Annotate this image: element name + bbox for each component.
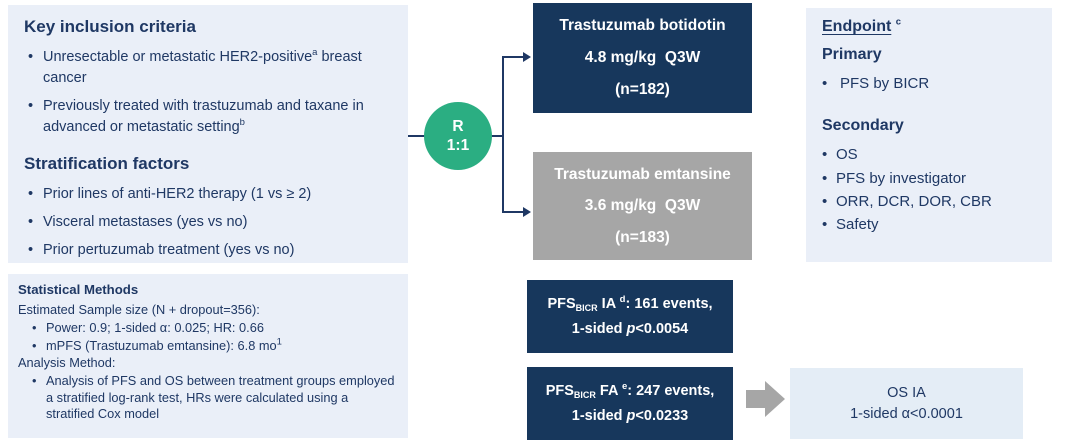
arm-box-trastuzumab-botidotin: Trastuzumab botidotin 4.8 mg/kg Q3W (n=1… [533, 3, 752, 113]
stratification-bullet: Visceral metastases (yes vs no) [26, 212, 396, 233]
pfs-interim-analysis-box: PFSBICR IA d: 161 events, 1-sided p<0.00… [527, 280, 733, 353]
inclusion-bullet: Previously treated with trastuzumab and … [26, 96, 396, 138]
analysis-method-bullets: Analysis of PFS and OS between treatment… [18, 373, 398, 422]
arm-dose: 4.8 mg/kg Q3W [584, 49, 701, 66]
primary-endpoints-list: PFS by BICR [822, 72, 1036, 96]
connector-r-to-junction [491, 135, 503, 137]
bicr-subscript: BICR [575, 303, 598, 313]
footnote-a: a [312, 47, 318, 59]
inclusion-bullet: Unresectable or metastatic HER2-positive… [26, 47, 396, 89]
inclusion-bullet-list: Unresectable or metastatic HER2-positive… [20, 47, 396, 138]
primary-endpoints-label: Primary [822, 46, 882, 63]
pfs-fa-line2: 1-sided p<0.0233 [571, 408, 689, 424]
secondary-endpoint-item: PFS by investigator [822, 167, 1036, 191]
footnote-c: c [895, 16, 902, 28]
pfs-ia-line2: 1-sided p<0.0054 [571, 321, 689, 337]
os-ia-line2: 1-sided α<0.0001 [850, 406, 963, 422]
arm-name: Trastuzumab emtansine [554, 165, 731, 183]
stratification-bullet: Prior lines of anti-HER2 therapy (1 vs ≥… [26, 184, 396, 205]
randomization-letter: R [452, 117, 464, 135]
endpoints-title: Endpoint c [822, 16, 902, 35]
pfs-final-analysis-box: PFSBICR FA e: 247 events, 1-sided p<0.02… [527, 367, 733, 440]
arrow-head-top-arm [523, 52, 531, 62]
randomization-ratio: 1:1 [446, 137, 470, 154]
arrow-shaft-top-arm [502, 56, 523, 58]
footnote-d: d [619, 294, 626, 306]
inclusion-criteria-panel: Key inclusion criteria Unresectable or m… [8, 5, 408, 263]
secondary-endpoint-item: ORR, DCR, DOR, CBR [822, 190, 1036, 214]
connector-panel-to-r [408, 135, 425, 137]
arm-dose: 3.6 mg/kg Q3W [584, 197, 701, 214]
statistical-methods-panel: Statistical Methods Estimated Sample siz… [8, 274, 408, 438]
arrow-head-bottom-arm [523, 207, 531, 217]
stats-title: Statistical Methods [18, 282, 139, 297]
arrow-shaft-bottom-arm [502, 211, 523, 213]
os-ia-line1: OS IA [887, 385, 926, 401]
pfs-fa-line1: PFSBICR FA e: 247 events, [545, 381, 715, 400]
mpfs-bullet: mPFS (Trastuzumab emtansine): 6.8 mo1 [28, 336, 398, 354]
stratification-title: Stratification factors [24, 154, 190, 174]
sample-size-bullets: Power: 0.9; 1-sided α: 0.025; HR: 0.66 m… [18, 320, 398, 354]
bicr-subscript: BICR [573, 390, 596, 400]
os-interim-analysis-box: OS IA 1-sided α<0.0001 [790, 368, 1023, 439]
footnote-e: e [621, 381, 628, 393]
arm-n: (n=183) [615, 228, 670, 246]
block-arrow-icon [746, 390, 765, 408]
secondary-endpoints-label: Secondary [822, 117, 904, 135]
inclusion-title: Key inclusion criteria [24, 17, 196, 36]
footnote-1: 1 [276, 336, 282, 348]
endpoints-panel: Endpoint c Primary PFS by BICR Secondary… [806, 8, 1052, 262]
block-arrow-head-icon [765, 381, 785, 417]
stratification-bullet-list: Prior lines of anti-HER2 therapy (1 vs ≥… [20, 184, 396, 261]
sample-size-line: Estimated Sample size (N + dropout=356): [18, 301, 260, 317]
arm-box-trastuzumab-emtansine: Trastuzumab emtansine 3.6 mg/kg Q3W (n=1… [533, 152, 752, 260]
analysis-method-bullet: Analysis of PFS and OS between treatment… [28, 373, 398, 422]
secondary-endpoints-list: OS PFS by investigator ORR, DCR, DOR, CB… [822, 143, 1036, 236]
randomization-circle: R 1:1 [424, 102, 492, 170]
secondary-endpoint-item: Safety [822, 213, 1036, 237]
arm-n: (n=182) [615, 81, 670, 98]
p-italic: p [626, 321, 636, 337]
analysis-method-line: Analysis Method: [18, 355, 116, 371]
arm-name: Trastuzumab botidotin [559, 17, 726, 34]
power-bullet: Power: 0.9; 1-sided α: 0.025; HR: 0.66 [28, 320, 398, 337]
pfs-ia-line1: PFSBICR IA d: 161 events, [547, 294, 713, 313]
footnote-b: b [239, 117, 245, 129]
junction-vertical-line [502, 56, 504, 213]
p-italic: p [626, 408, 636, 424]
primary-endpoint-item: PFS by BICR [822, 72, 1036, 96]
stratification-bullet: Prior pertuzumab treatment (yes vs no) [26, 240, 396, 261]
secondary-endpoint-item: OS [822, 143, 1036, 167]
